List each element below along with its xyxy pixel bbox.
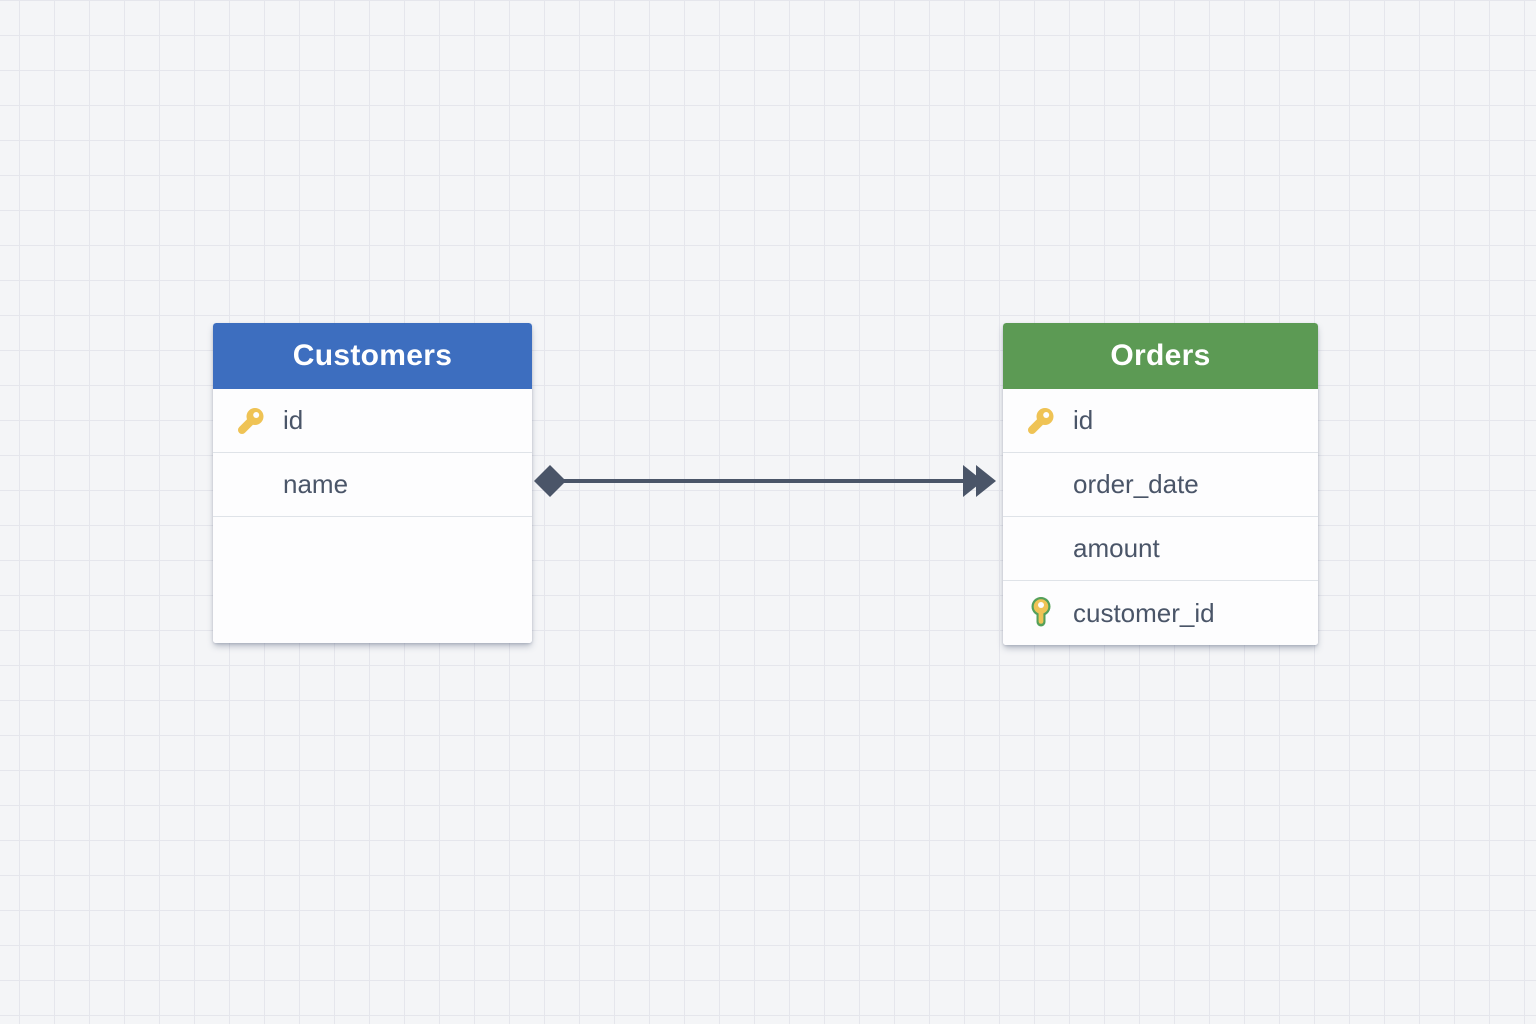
field-name: order_date bbox=[1073, 469, 1199, 499]
diamond-marker bbox=[534, 465, 566, 497]
field-name: customer_id bbox=[1073, 597, 1215, 628]
foreign-key-icon bbox=[1025, 596, 1057, 630]
entity-orders[interactable]: Orders id order_date amount bbox=[1003, 323, 1318, 645]
entity-customers-body: id name bbox=[213, 389, 532, 643]
primary-key-icon bbox=[235, 404, 267, 438]
field-name: name bbox=[283, 469, 349, 499]
entity-orders-header[interactable]: Orders bbox=[1003, 323, 1318, 389]
field-name: amount bbox=[1073, 533, 1160, 563]
field-row-orders-id[interactable]: id bbox=[1003, 389, 1318, 453]
field-row-orders-customer-id[interactable]: customer_id bbox=[1003, 581, 1318, 645]
entity-orders-title: Orders bbox=[1110, 339, 1211, 372]
field-name: id bbox=[1073, 405, 1094, 435]
relationship-connector[interactable] bbox=[530, 459, 1003, 503]
entity-customers-title: Customers bbox=[292, 339, 453, 372]
entity-customers-empty-area bbox=[213, 517, 532, 643]
entity-orders-body: id order_date amount customer bbox=[1003, 389, 1318, 645]
entity-customers[interactable]: Customers id name bbox=[213, 323, 532, 643]
primary-key-icon bbox=[1025, 404, 1057, 438]
field-row-orders-amount[interactable]: amount bbox=[1003, 517, 1318, 581]
field-row-customers-name[interactable]: name bbox=[213, 453, 532, 517]
field-row-orders-order-date[interactable]: order_date bbox=[1003, 453, 1318, 517]
double-arrow-marker bbox=[963, 465, 983, 497]
double-arrow-marker bbox=[976, 465, 996, 497]
field-name: id bbox=[283, 405, 304, 435]
entity-customers-header[interactable]: Customers bbox=[213, 323, 532, 389]
field-row-customers-id[interactable]: id bbox=[213, 389, 532, 453]
